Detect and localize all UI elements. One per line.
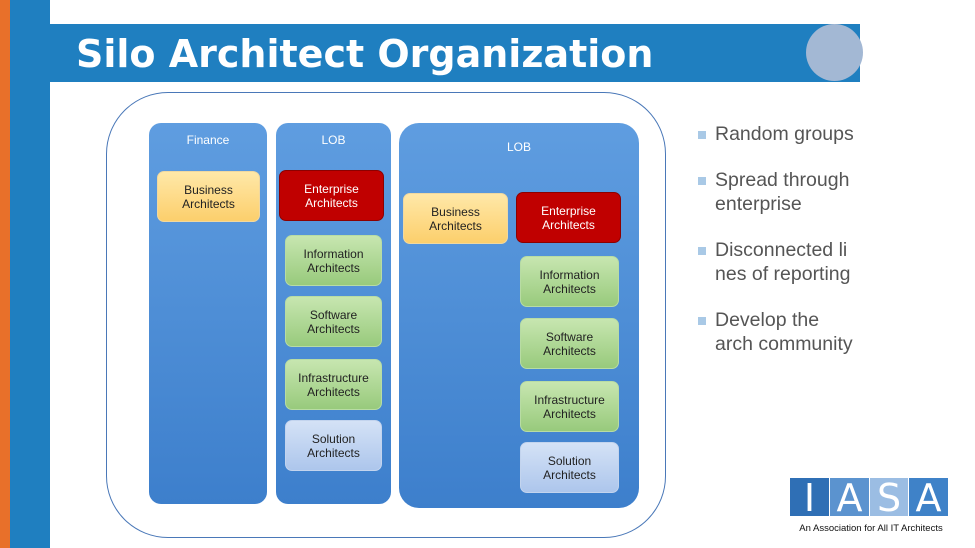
logo-letter: A — [916, 478, 942, 518]
title-bar — [50, 24, 860, 82]
logo-letter: I — [804, 478, 815, 518]
lob2-business-architects-box: Business Architects — [403, 193, 508, 244]
bullet-text: Disconnected lines of reporting — [715, 239, 851, 285]
bullet-item: Random groups — [698, 122, 858, 146]
iasa-logo: I A S A — [790, 478, 948, 518]
column-label: LOB — [321, 133, 346, 147]
logo-letter: A — [837, 478, 863, 518]
bullet-square-icon — [698, 317, 706, 325]
lob2-information-architects-box: Information Architects — [520, 256, 619, 307]
column-label: LOB — [506, 140, 531, 154]
lob2-infrastructure-architects-box: Infrastructure Architects — [520, 381, 619, 432]
lob2-software-architects-box: Software Architects — [520, 318, 619, 369]
finance-business-architects-box: Business Architects — [157, 171, 260, 222]
bullet-text: Random groups — [715, 123, 854, 145]
lob1-information-architects-box: Information Architects — [285, 235, 382, 286]
bullet-square-icon — [698, 177, 706, 185]
lob1-infrastructure-architects-box: Infrastructure Architects — [285, 359, 382, 410]
lob1-enterprise-architects-box: Enterprise Architects — [279, 170, 384, 221]
left-accent-stripe-orange — [0, 0, 10, 548]
column-label: Finance — [186, 133, 230, 147]
bullet-square-icon — [698, 247, 706, 255]
left-accent-stripe-blue — [10, 0, 50, 548]
logo-letter: S — [877, 478, 901, 518]
bullet-square-icon — [698, 131, 706, 139]
bullet-list: Random groups Spread through enterprise … — [698, 122, 858, 378]
bullet-item: Develop the arch community — [698, 308, 858, 356]
lob1-software-architects-box: Software Architects — [285, 296, 382, 347]
lob1-solution-architects-box: Solution Architects — [285, 420, 382, 471]
bullet-text: Develop the arch community — [715, 309, 853, 355]
logo-tagline: An Association for All IT Architects — [799, 523, 943, 534]
lob2-enterprise-architects-box: Enterprise Architects — [516, 192, 621, 243]
slide-title: Silo Architect Organization — [76, 32, 654, 76]
bullet-item: Disconnected lines of reporting — [698, 238, 858, 286]
title-circle-decoration — [806, 24, 863, 81]
bullet-item: Spread through enterprise — [698, 168, 858, 216]
bullet-text: Spread through enterprise — [715, 169, 850, 215]
lob2-solution-architects-box: Solution Architects — [520, 442, 619, 493]
